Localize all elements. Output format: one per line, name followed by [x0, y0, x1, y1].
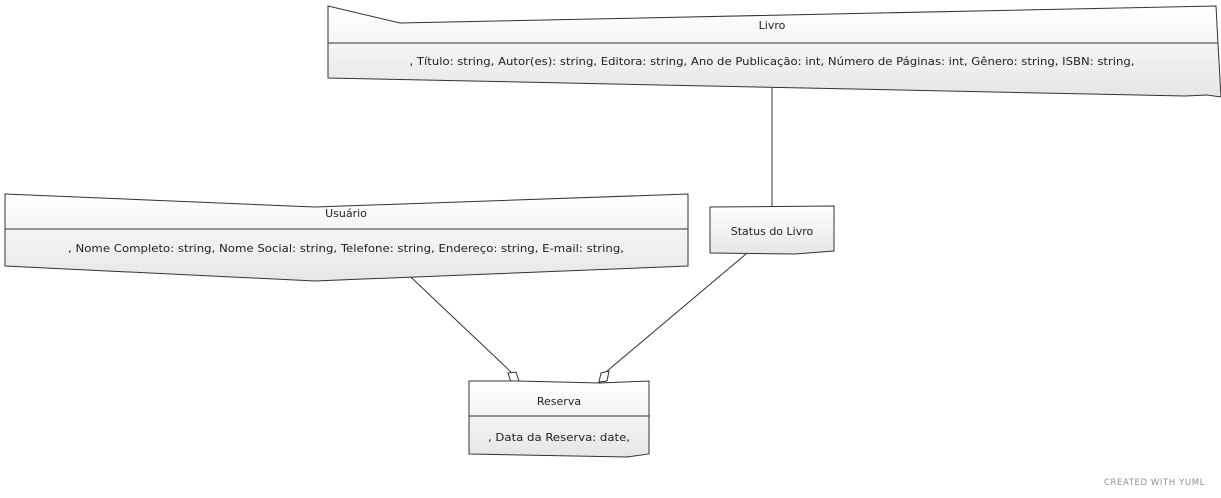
class-usuario-name: Usuário — [325, 207, 367, 220]
class-reserva[interactable]: Reserva , Data da Reserva: date, — [468, 380, 650, 458]
edge-status-reserva — [605, 253, 747, 373]
class-usuario[interactable]: Usuário , Nome Completo: string, Nome So… — [4, 193, 689, 282]
class-livro-name: Livro — [759, 19, 786, 32]
class-status-livro-box — [709, 205, 835, 255]
aggregation-diamond-status — [598, 370, 610, 383]
class-reserva-name: Reserva — [537, 395, 581, 408]
class-usuario-box — [4, 193, 689, 282]
edge-usuario-reserva — [397, 264, 512, 373]
class-reserva-attributes: , Data da Reserva: date, — [488, 432, 630, 444]
class-livro[interactable]: Livro , Título: string, Autor(es): strin… — [327, 5, 1221, 98]
class-usuario-attributes: , Nome Completo: string, Nome Social: st… — [68, 243, 624, 255]
class-reserva-box — [468, 380, 650, 458]
class-livro-box — [327, 5, 1221, 98]
class-status-livro-name: Status do Livro — [731, 225, 814, 238]
class-status-livro[interactable]: Status do Livro — [709, 205, 835, 255]
created-with-yuml-watermark: CREATED WITH YUML — [1104, 478, 1205, 488]
class-livro-attributes: , Título: string, Autor(es): string, Edi… — [410, 56, 1135, 68]
